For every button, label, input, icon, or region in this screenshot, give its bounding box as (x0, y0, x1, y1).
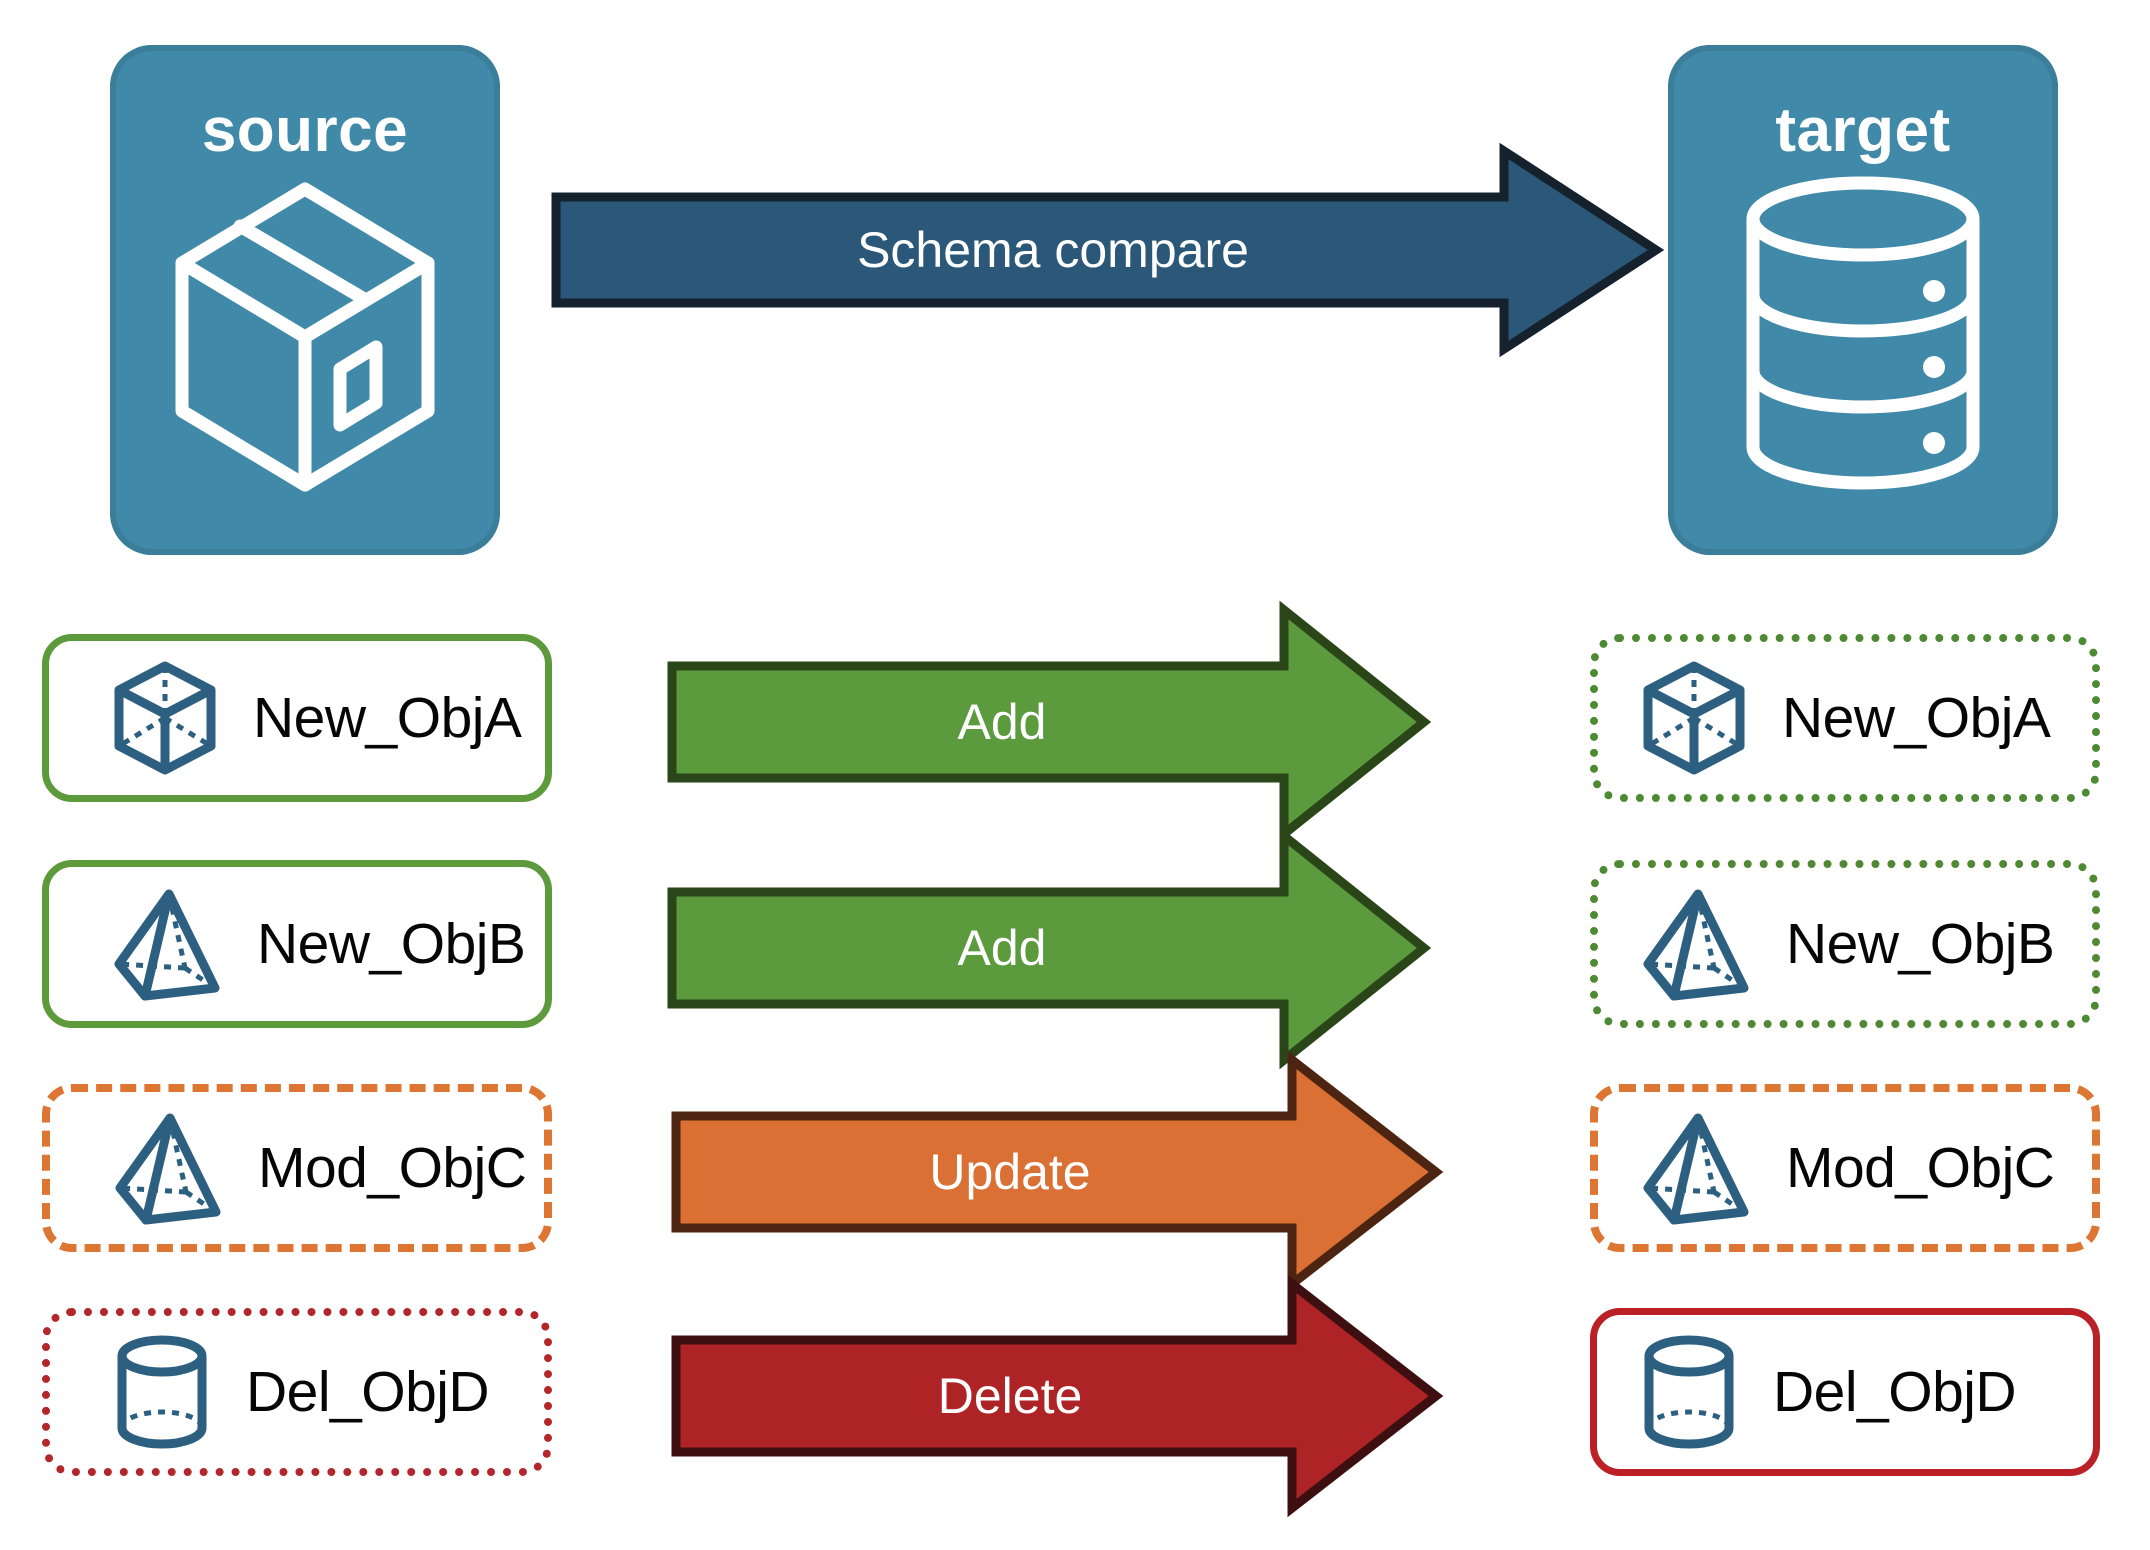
target-object-card[interactable]: New_ObjA (1590, 634, 2100, 802)
cube-wireframe-icon (1640, 660, 1748, 776)
source-object-card[interactable]: New_ObjA (42, 634, 552, 802)
target-object-card[interactable]: Mod_ObjC (1590, 1084, 2100, 1252)
target-object-card[interactable]: New_ObjB (1590, 860, 2100, 1028)
source-object-label: New_ObjA (253, 686, 522, 750)
cylinder-wireframe-icon (112, 1332, 212, 1452)
package-box-icon (170, 173, 440, 503)
source-object-label: Mod_ObjC (258, 1136, 527, 1200)
add-action-arrow[interactable]: Add (667, 600, 1432, 844)
target-endpoint-card[interactable]: target (1668, 45, 2058, 555)
database-cylinder-icon (1738, 173, 1988, 493)
target-object-label: New_ObjB (1786, 912, 2055, 976)
update-action-arrow[interactable]: Update (671, 1050, 1444, 1294)
pyramid-wireframe-icon (112, 1110, 224, 1226)
cube-wireframe-icon (111, 660, 219, 776)
pyramid-wireframe-icon (1640, 886, 1752, 1002)
pyramid-wireframe-icon (111, 886, 223, 1002)
source-object-card[interactable]: New_ObjB (42, 860, 552, 1028)
source-object-card[interactable]: Del_ObjD (42, 1308, 552, 1476)
source-object-label: Del_ObjD (246, 1360, 490, 1424)
source-title: source (201, 96, 409, 165)
source-object-label: New_ObjB (257, 912, 526, 976)
source-endpoint-card[interactable]: source (110, 45, 500, 555)
target-title: target (1775, 96, 1951, 165)
target-object-label: Mod_ObjC (1786, 1136, 2055, 1200)
target-object-label: Del_ObjD (1773, 1360, 2017, 1424)
target-object-card[interactable]: Del_ObjD (1590, 1308, 2100, 1476)
pyramid-wireframe-icon (1640, 1110, 1752, 1226)
cylinder-wireframe-icon (1639, 1332, 1739, 1452)
source-object-card[interactable]: Mod_ObjC (42, 1084, 552, 1252)
compare-row: Del_ObjD Delete Del_ObjD (0, 1274, 2150, 1518)
target-object-label: New_ObjA (1782, 686, 2051, 750)
schema-compare-arrow[interactable]: Schema compare (551, 142, 1665, 358)
delete-action-arrow[interactable]: Delete (671, 1274, 1444, 1518)
compare-row: Mod_ObjC Update Mod_ObjC (0, 1050, 2150, 1294)
add-action-arrow[interactable]: Add (667, 826, 1432, 1070)
compare-row: New_ObjB Add New_ObjB (0, 826, 2150, 1070)
compare-row: New_ObjA Add New_ObjA (0, 600, 2150, 844)
